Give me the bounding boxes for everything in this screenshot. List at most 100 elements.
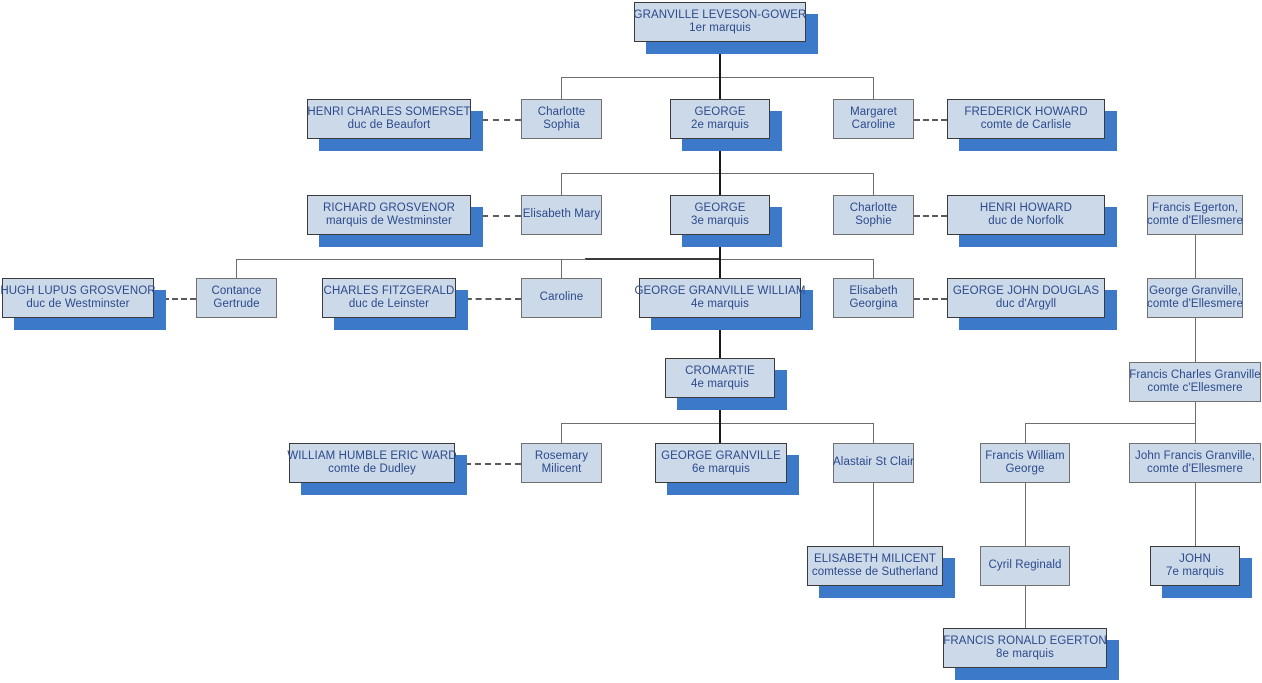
person-name: GEORGE [694, 105, 746, 118]
connector-gen6-rosemary [561, 423, 562, 443]
person-name: JOHN [1179, 552, 1211, 565]
person-title: 3e marquis [691, 215, 749, 227]
connector-gen3-center [719, 173, 721, 195]
connector-gen2-bus [561, 77, 873, 78]
marriage-link-ward-rosemary [455, 463, 521, 465]
person-name: Caroline [539, 291, 584, 304]
person-name: HENRI CHARLES SOMERSET [307, 105, 471, 118]
connector-gen6-center [719, 423, 721, 443]
person-title: Sophia [543, 119, 580, 131]
person-title: comte de Carlisle [980, 119, 1072, 131]
person-title: duc de Norfolk [988, 215, 1064, 227]
connector-gen2-center [719, 77, 721, 99]
connector-alastair-to-elisabeth [873, 483, 874, 546]
connector-gen4-center [719, 258, 721, 278]
person-name: HENRI HOWARD [979, 201, 1073, 214]
connector-cromartie-stem [719, 398, 721, 423]
person-node[interactable]: Elisabeth Mary [521, 195, 602, 235]
connector-gen4-bus-left [236, 259, 586, 260]
connector-gen4-bus-right [719, 259, 874, 260]
person-name: GEORGE [694, 201, 746, 214]
person-title: 2e marquis [691, 119, 749, 131]
person-name: John Francis Granville, [1135, 449, 1255, 462]
person-title: comte d'Ellesmere [1147, 215, 1243, 227]
marriage-link-margaret-howard [914, 119, 947, 121]
person-node[interactable]: Alastair St Clair [833, 443, 914, 483]
person-name: GEORGE GRANVILLE WILLIAM [634, 284, 806, 297]
person-name: GRANVILLE LEVESON-GOWER [633, 8, 807, 21]
connector-gen3-bus [561, 173, 873, 174]
connector-cyril-to-francis [1025, 586, 1026, 628]
connector-gen6-alastair [873, 423, 874, 443]
person-name: FRANCIS RONALD EGERTON [943, 634, 1107, 647]
person-node[interactable]: John Francis Granville,comte d'Ellesmere [1129, 443, 1261, 483]
connector-gen4-contance [236, 259, 237, 278]
person-title: Milicent [541, 463, 582, 475]
person-name: Elisabeth [849, 284, 898, 297]
marriage-link-hugh-contance [154, 298, 196, 300]
person-title: 4e marquis [691, 378, 749, 390]
connector-gen6-bus [561, 423, 873, 424]
person-name: Alastair St Clair [833, 456, 914, 469]
connector-ellesmere-bus [1025, 423, 1195, 424]
person-name: FREDERICK HOWARD [964, 105, 1088, 118]
person-title: duc de Beaufort [347, 119, 431, 131]
person-title: comte d'Ellesmere [1147, 298, 1243, 310]
person-title: 4e marquis [691, 298, 749, 310]
person-name: Contance [211, 284, 262, 297]
connector-gen2-right [873, 77, 874, 99]
connector-g2-stem [719, 139, 721, 173]
person-title: 6e marquis [692, 463, 750, 475]
person-name: WILLIAM HUMBLE ERIC WARD [287, 449, 457, 462]
person-title: comte c'Ellesmere [1147, 382, 1243, 394]
person-title: comtesse de Sutherland [811, 566, 939, 578]
person-name: Francis William [985, 449, 1065, 462]
person-title: Caroline [851, 119, 896, 131]
connector-ellesmere-1 [1195, 235, 1196, 278]
person-node[interactable]: Caroline [521, 278, 602, 318]
person-node[interactable]: George Granville,comte d'Ellesmere [1147, 278, 1243, 318]
person-title: George [1005, 463, 1045, 475]
marriage-link-somerset-charlotte [471, 119, 521, 121]
person-name: Charlotte [849, 201, 898, 214]
person-name: Francis Egerton, [1152, 201, 1238, 214]
person-title: 8e marquis [996, 648, 1054, 660]
connector-root-stem [719, 42, 721, 77]
person-node[interactable]: Francis Egerton,comte d'Ellesmere [1147, 195, 1243, 235]
person-name: RICHARD GROSVENOR [322, 201, 456, 214]
person-node[interactable]: Cyril Reginald [980, 546, 1070, 586]
marriage-link-grosvenor-elisabeth [471, 215, 521, 217]
connector-g4-to-cromartie [719, 318, 721, 358]
connector-gen3-left [561, 173, 562, 195]
marriage-link-fitzgerald-caroline [456, 298, 521, 300]
person-name: Elisabeth Mary [522, 208, 601, 221]
person-title: 1er marquis [689, 22, 751, 34]
person-name: ELISABETH MILICENT [814, 552, 936, 565]
person-name: George Granville, [1149, 284, 1241, 297]
